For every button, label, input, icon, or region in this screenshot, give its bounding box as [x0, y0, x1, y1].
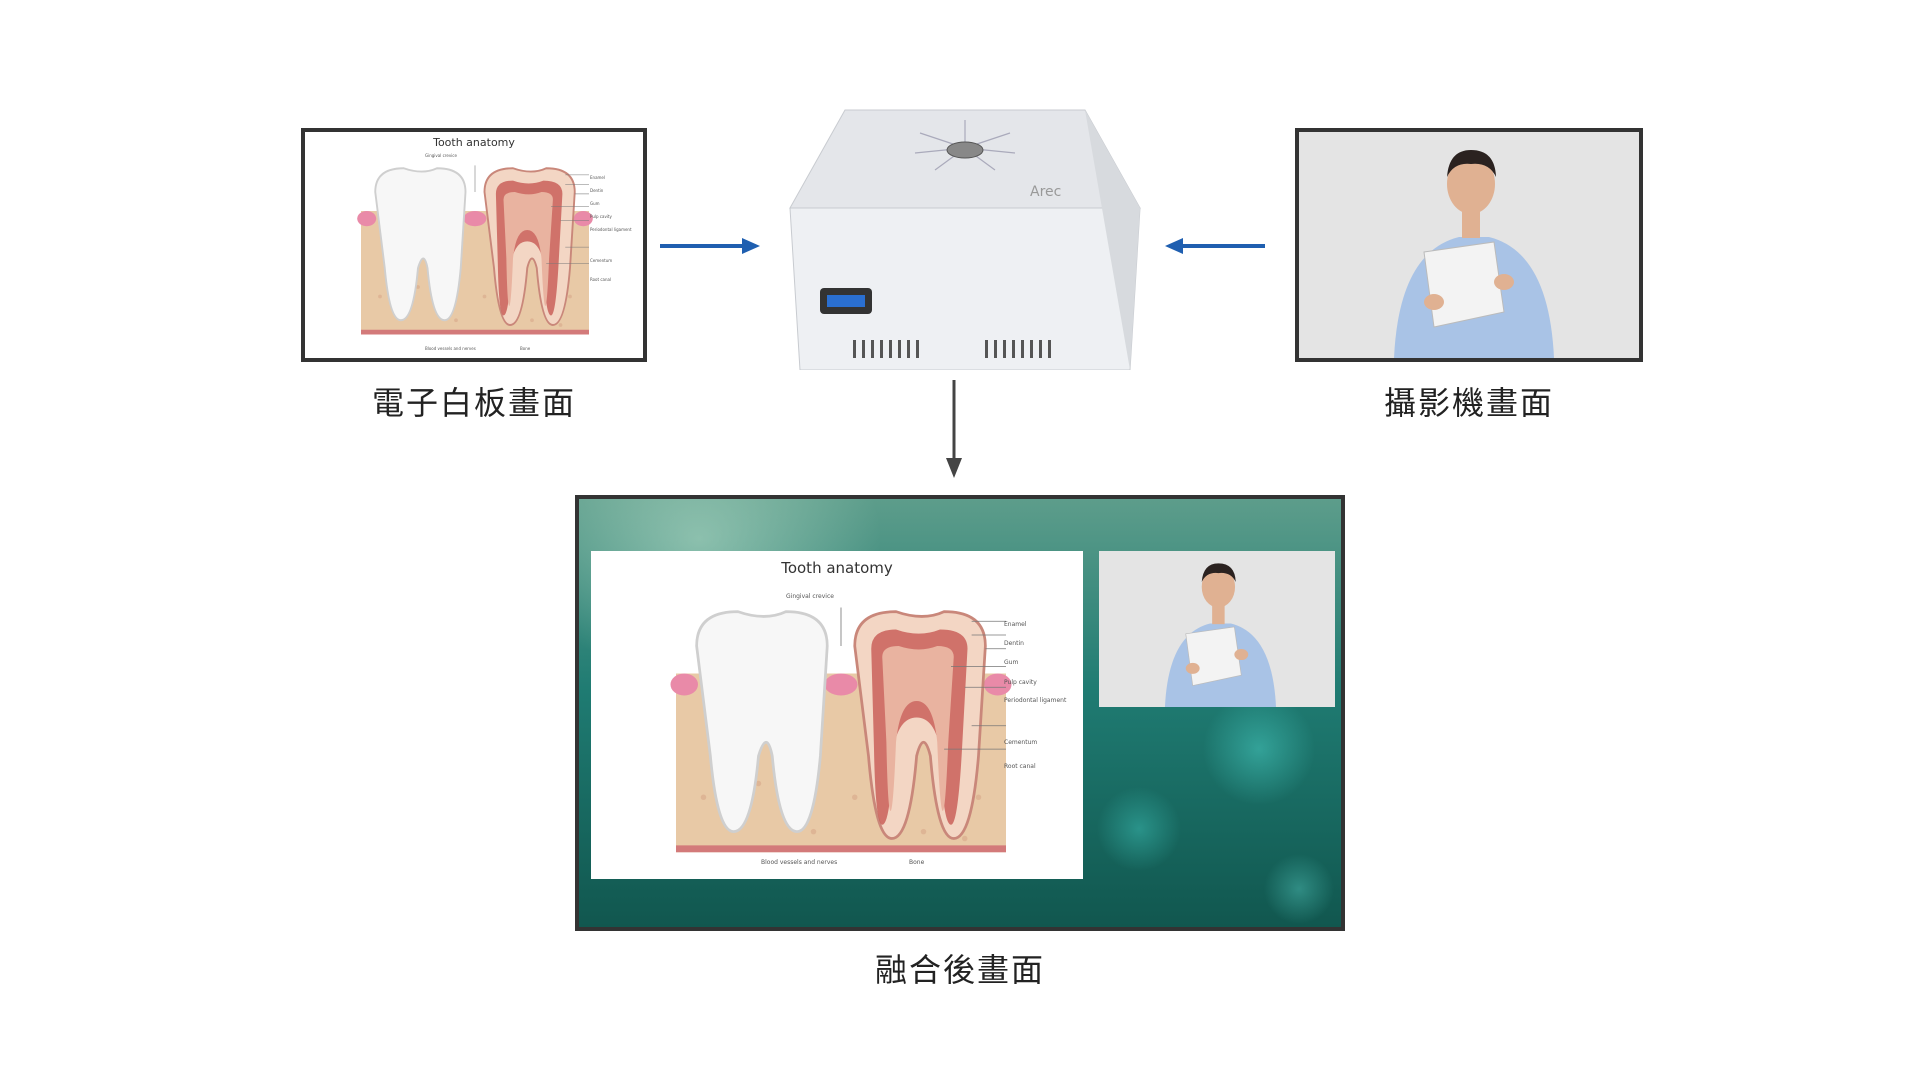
merged-label-bone: Bone: [909, 859, 925, 866]
arrow-right: [660, 236, 760, 256]
tooth-diagram: [330, 154, 620, 344]
merged-tooth-diagram: [631, 591, 1051, 866]
merged-label-cementum: Cementum: [1004, 739, 1038, 746]
merged-label-enamel: Enamel: [1004, 621, 1027, 628]
whiteboard-board: Tooth anatomy Gingival crevice Enamel: [305, 132, 643, 358]
arrow-left: [1165, 236, 1265, 256]
merged-label-periodontal: Periodontal ligament: [1004, 697, 1067, 704]
label-enamel: Enamel: [590, 175, 605, 180]
label-root-canal: Root canal: [590, 277, 612, 282]
merged-camera-inset: [1099, 551, 1335, 707]
tooth-illustration: [670, 607, 1012, 853]
camera-frame: [1295, 128, 1643, 362]
label-dentin: Dentin: [590, 188, 604, 193]
arrow-down: [944, 380, 964, 480]
caption-merged: 融合後畫面: [874, 951, 1045, 989]
caption-whiteboard: 電子白板畫面: [371, 384, 576, 422]
merged-label-blood: Blood vessels and nerves: [761, 859, 838, 866]
person-presenter: [1299, 132, 1639, 358]
whiteboard-frame: Tooth anatomy Gingival crevice Enamel: [301, 128, 647, 362]
merged-label-root-canal: Root canal: [1004, 763, 1036, 770]
label-periodontal: Periodontal ligament: [590, 227, 632, 232]
merged-person-presenter: [1099, 551, 1335, 707]
label-gingival: Gingival crevice: [425, 153, 457, 158]
label-cementum: Cementum: [590, 258, 613, 263]
merged-label-gum: Gum: [1004, 659, 1019, 666]
merged-label-dentin: Dentin: [1004, 640, 1024, 647]
merged-frame: Tooth anatomy Gingival crevice Enamel: [575, 495, 1345, 931]
caption-camera: 攝影機畫面: [1383, 384, 1554, 422]
tooth-illustration: [357, 165, 593, 335]
merged-label-gingival: Gingival crevice: [786, 593, 834, 600]
label-bone: Bone: [520, 346, 531, 351]
merged-diagram-title: Tooth anatomy: [781, 559, 893, 577]
merged-label-pulp: Pulp cavity: [1004, 679, 1037, 686]
merged-board: Tooth anatomy Gingival crevice Enamel: [591, 551, 1083, 879]
diagram-title: Tooth anatomy: [433, 136, 515, 149]
device-brand: Arec: [1030, 184, 1061, 200]
label-blood: Blood vessels and nerves: [425, 346, 476, 351]
label-gum: Gum: [590, 201, 600, 206]
label-pulp: Pulp cavity: [590, 214, 612, 219]
device-box: Arec: [785, 108, 1145, 371]
